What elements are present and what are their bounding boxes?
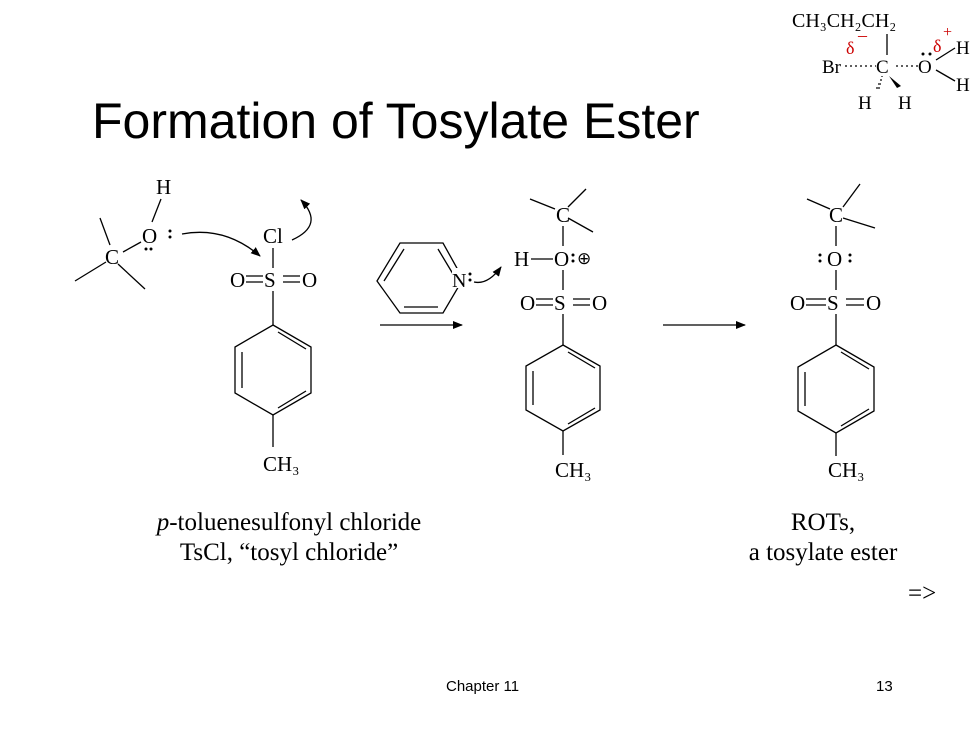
int-o: O xyxy=(554,247,569,271)
alcohol-c: C xyxy=(105,245,119,269)
ts-c: C xyxy=(829,203,843,227)
tscl-benzene-ring xyxy=(234,324,312,416)
bond-o-h xyxy=(151,198,162,223)
slide-title: Formation of Tosylate Ester xyxy=(92,93,700,149)
bond-c-methyl-right xyxy=(117,263,146,290)
ts-o-right: O xyxy=(866,291,881,315)
tscl-ch3: CH₃ xyxy=(263,452,300,476)
ts-bond-methyl-right xyxy=(842,217,876,229)
pyridine-n: N xyxy=(452,270,466,292)
rots-caption: ROTs, a tosylate ester xyxy=(718,508,928,568)
ts-ring-double-bond-3 xyxy=(840,351,870,370)
alcohol-lone-pair-bottom-dot xyxy=(149,247,153,251)
ts-s: S xyxy=(827,291,839,315)
inset-h-right: H xyxy=(898,93,912,114)
rots-caption-line2: a tosylate ester xyxy=(748,539,898,566)
alcohol-lone-pair-right-dot xyxy=(168,235,172,239)
tscl-caption-line1: p-toluenesulfonyl chloride xyxy=(113,508,465,538)
rots-caption-line1: ROTs, xyxy=(790,509,856,536)
inset-delta-minus: δ xyxy=(846,38,854,58)
tscl-caption-line2: TsCl, “tosyl chloride” xyxy=(179,539,399,566)
sn2-transition-state-inset: CH₃CH₂CH₂ δ – δ + H Br C O H H H xyxy=(792,10,970,114)
pyridine-lone-pair xyxy=(468,272,472,276)
footer-page-number: 13 xyxy=(876,678,893,695)
curved-arrow-o-to-s xyxy=(181,231,261,257)
ts-ring-double-bond-2 xyxy=(840,408,870,427)
int-ring-double-bond-2 xyxy=(567,407,596,425)
inset-chain-label: CH₃CH₂CH₂ xyxy=(792,10,896,32)
alcohol-molecule: H O C xyxy=(74,175,261,290)
int-h: H xyxy=(514,247,529,271)
pyridine-molecule: N xyxy=(376,242,502,329)
inset-bond-o-h2 xyxy=(935,69,956,82)
para-prefix: p xyxy=(156,509,170,536)
curved-arrow-cl-leaving xyxy=(291,199,312,241)
pyridine-n-backdrop xyxy=(452,268,466,288)
int-lone-pair-dot xyxy=(571,259,575,263)
ts-o: O xyxy=(827,247,842,271)
int-s: S xyxy=(554,291,566,315)
ts-o-left: O xyxy=(790,291,805,315)
inset-delta-plus: δ xyxy=(933,36,941,56)
int-ch3: CH₃ xyxy=(555,458,592,482)
int-bond-methyl-left xyxy=(529,198,556,210)
int-lone-pair xyxy=(571,253,575,257)
tscl-molecule: Cl S O O CH₃ xyxy=(230,199,317,476)
inset-h-left: H xyxy=(858,93,872,114)
int-o-right: O xyxy=(592,291,607,315)
inset-o: O xyxy=(918,57,932,78)
pyridine-double-bond-1 xyxy=(383,248,405,282)
int-bond-methyl-top xyxy=(567,188,587,208)
int-bond-methyl-right xyxy=(567,217,594,233)
ts-bond-methyl-left xyxy=(806,198,831,210)
inset-plus-sign: + xyxy=(943,24,952,41)
inset-lone-pair-dot xyxy=(928,52,932,56)
int-c: C xyxy=(556,203,570,227)
alcohol-o: O xyxy=(142,224,157,248)
pyridine-lone-pair-dot xyxy=(468,278,472,282)
curved-arrow-n-to-h xyxy=(473,266,502,284)
bond-c-o xyxy=(122,241,142,253)
int-o-left: O xyxy=(520,291,535,315)
tscl-s: S xyxy=(264,268,276,292)
ts-lone-pair-left-dot xyxy=(818,259,822,263)
int-ring-double-bond-3 xyxy=(567,351,596,369)
int-benzene-ring xyxy=(525,344,601,432)
tscl-name: -toluenesulfonyl chloride xyxy=(169,509,422,536)
inset-bond-o-h1 xyxy=(935,47,956,61)
alcohol-lone-pair-right xyxy=(168,229,172,233)
tscl-cl: Cl xyxy=(263,224,283,248)
ts-bond-methyl-top xyxy=(842,183,861,208)
footer-chapter: Chapter 11 xyxy=(446,678,520,695)
ts-lone-pair-right-dot xyxy=(848,259,852,263)
inset-minus-sign: – xyxy=(857,25,868,45)
inset-hash-wedge xyxy=(876,76,883,89)
ring-double-bond-3 xyxy=(277,331,307,350)
intermediate-molecule: C H O ⊕ S O O CH₃ xyxy=(514,188,746,482)
alcohol-lone-pair-bottom xyxy=(144,247,148,251)
inset-lone-pair xyxy=(921,52,925,56)
tscl-caption: p-toluenesulfonyl chloride TsCl, “tosyl … xyxy=(113,508,465,568)
ts-lone-pair-right xyxy=(848,253,852,257)
inset-c: C xyxy=(876,57,889,78)
inset-br: Br xyxy=(822,57,842,78)
tscl-o-right: O xyxy=(302,268,317,292)
bond-c-methyl-left xyxy=(74,261,107,282)
ts-lone-pair-left xyxy=(818,253,822,257)
ts-ch3: CH₃ xyxy=(828,458,865,482)
alcohol-h: H xyxy=(156,175,171,199)
int-positive-charge: ⊕ xyxy=(577,249,591,268)
tscl-o-left: O xyxy=(230,268,245,292)
ring-double-bond-2 xyxy=(277,390,307,409)
ts-benzene-ring xyxy=(797,344,875,434)
pyridine-ring xyxy=(376,242,464,314)
next-slide-link[interactable]: => xyxy=(908,580,937,607)
inset-h-bottom: H xyxy=(956,75,970,96)
inset-h-top: H xyxy=(956,38,970,59)
inset-solid-wedge xyxy=(889,76,901,88)
bond-c-methyl-top xyxy=(99,217,111,246)
tosylate-ester-molecule: C O S O O CH₃ xyxy=(790,183,881,482)
